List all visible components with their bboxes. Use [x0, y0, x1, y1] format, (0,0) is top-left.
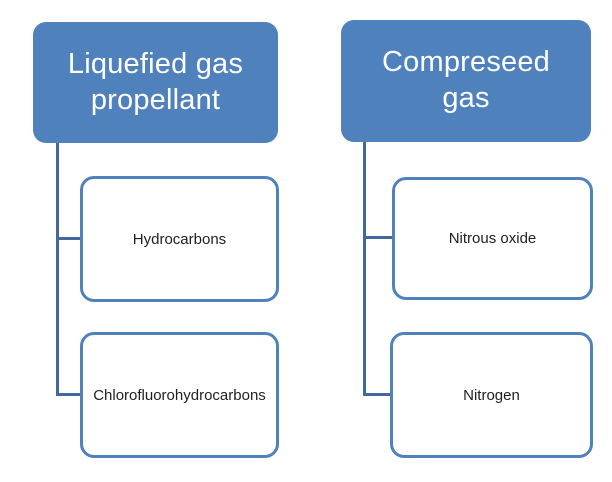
- connector-stub-nitrous-oxide: [363, 236, 392, 239]
- connector-vertical-left: [56, 143, 59, 396]
- connector-stub-chlorofluorohydrocarbons: [56, 393, 80, 396]
- parent-node-liquefied-gas-propellant: Liquefied gas propellant: [33, 22, 278, 143]
- connector-stub-nitrogen: [363, 393, 392, 396]
- parent-node-compressed-gas: Compreseed gas: [341, 20, 591, 142]
- connector-vertical-right: [363, 142, 366, 396]
- child-node-nitrogen: Nitrogen: [390, 332, 593, 458]
- child-node-nitrous-oxide: Nitrous oxide: [392, 177, 593, 300]
- child-node-hydrocarbons: Hydrocarbons: [80, 176, 279, 302]
- child-node-chlorofluorohydrocarbons: Chlorofluorohydrocarbons: [80, 332, 279, 458]
- connector-stub-hydrocarbons: [56, 237, 80, 240]
